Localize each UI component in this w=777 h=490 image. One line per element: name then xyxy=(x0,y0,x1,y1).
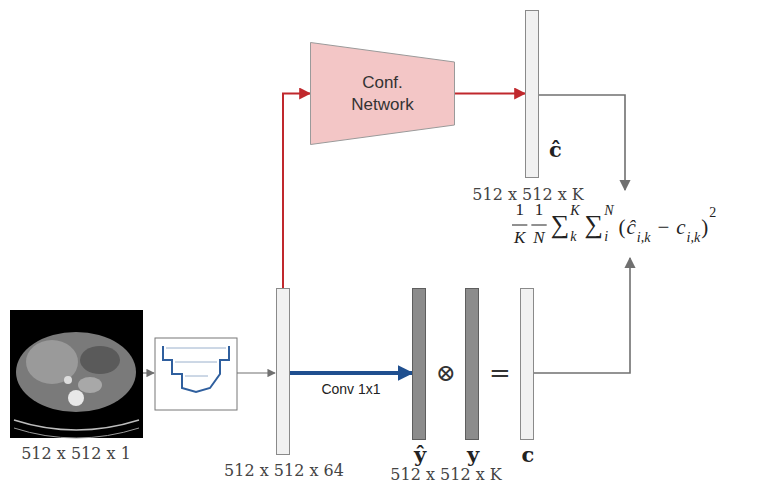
sum-symbol: ∑ xyxy=(585,212,604,238)
confidence-network: Conf. Network xyxy=(310,42,455,145)
subscript: i,k xyxy=(687,231,701,245)
equals-symbol: = xyxy=(489,360,511,386)
tensor-symbol: ŷ xyxy=(414,444,426,465)
ct-organ xyxy=(78,377,102,393)
dimension-label: 512 x 512 x 64 xyxy=(224,463,344,479)
prediction-bar: ŷ xyxy=(412,288,426,440)
sum-limit: N xyxy=(604,204,613,218)
unet-icon xyxy=(155,338,237,410)
formula-term: ĉ xyxy=(626,217,635,238)
flow-arrow xyxy=(143,372,154,373)
dimension-label: 512 x 512 x K xyxy=(472,187,583,203)
loss-line xyxy=(539,95,625,190)
sum-limit: k xyxy=(570,230,576,244)
formula-term: ) xyxy=(701,217,708,238)
ct-vessel xyxy=(64,376,72,384)
red-arrow xyxy=(455,93,525,95)
formula-term: c xyxy=(676,217,685,238)
network-label: Conf. Network xyxy=(338,72,428,115)
multiply-symbol: ⊗ xyxy=(436,361,456,385)
unet-shape xyxy=(163,346,229,392)
dimension-label: 512 x 512 x K xyxy=(390,467,501,483)
sum-symbol: ∑ xyxy=(551,212,570,238)
feature-bar: 512 x 512 x 64 xyxy=(276,288,290,455)
fraction-bar xyxy=(512,225,527,226)
trapezoid-outline xyxy=(310,42,455,145)
ct-table xyxy=(14,420,139,430)
loss-line xyxy=(534,258,630,373)
fraction-numerator: 1 xyxy=(515,201,524,218)
ct-image xyxy=(10,310,143,438)
dimension-label: 512 x 512 x 1 xyxy=(21,446,131,462)
unet-skips xyxy=(166,348,226,376)
sum-limit: i xyxy=(604,230,608,244)
label-bar: y xyxy=(465,288,479,440)
fraction-denominator: N xyxy=(533,229,544,246)
correctness-bar: c xyxy=(520,288,534,440)
superscript: 2 xyxy=(709,206,716,220)
fraction-denominator: K xyxy=(514,229,525,246)
fraction-numerator: 1 xyxy=(535,201,544,218)
formula-term: ( xyxy=(618,217,625,238)
tensor-symbol: ĉ xyxy=(549,139,562,160)
conv-arrow xyxy=(290,371,412,375)
fraction-bar xyxy=(531,225,546,226)
ct-organ xyxy=(80,346,120,374)
tensor-symbol: y xyxy=(467,444,479,465)
ct-spine xyxy=(68,390,84,406)
ct-table xyxy=(14,428,139,438)
red-arrow xyxy=(283,94,310,289)
formula-term: − xyxy=(657,217,669,238)
sum-limit: K xyxy=(570,204,579,218)
trapezoid-shape xyxy=(311,43,455,145)
tensor-symbol: c xyxy=(522,444,535,465)
ct-liver xyxy=(26,340,78,384)
edge-label: Conv 1x1 xyxy=(321,382,380,396)
ct-body xyxy=(16,332,136,412)
confidence-bar: ĉ512 x 512 x K xyxy=(525,10,539,178)
subscript: i,k xyxy=(637,231,651,245)
flow-arrow xyxy=(237,372,275,373)
